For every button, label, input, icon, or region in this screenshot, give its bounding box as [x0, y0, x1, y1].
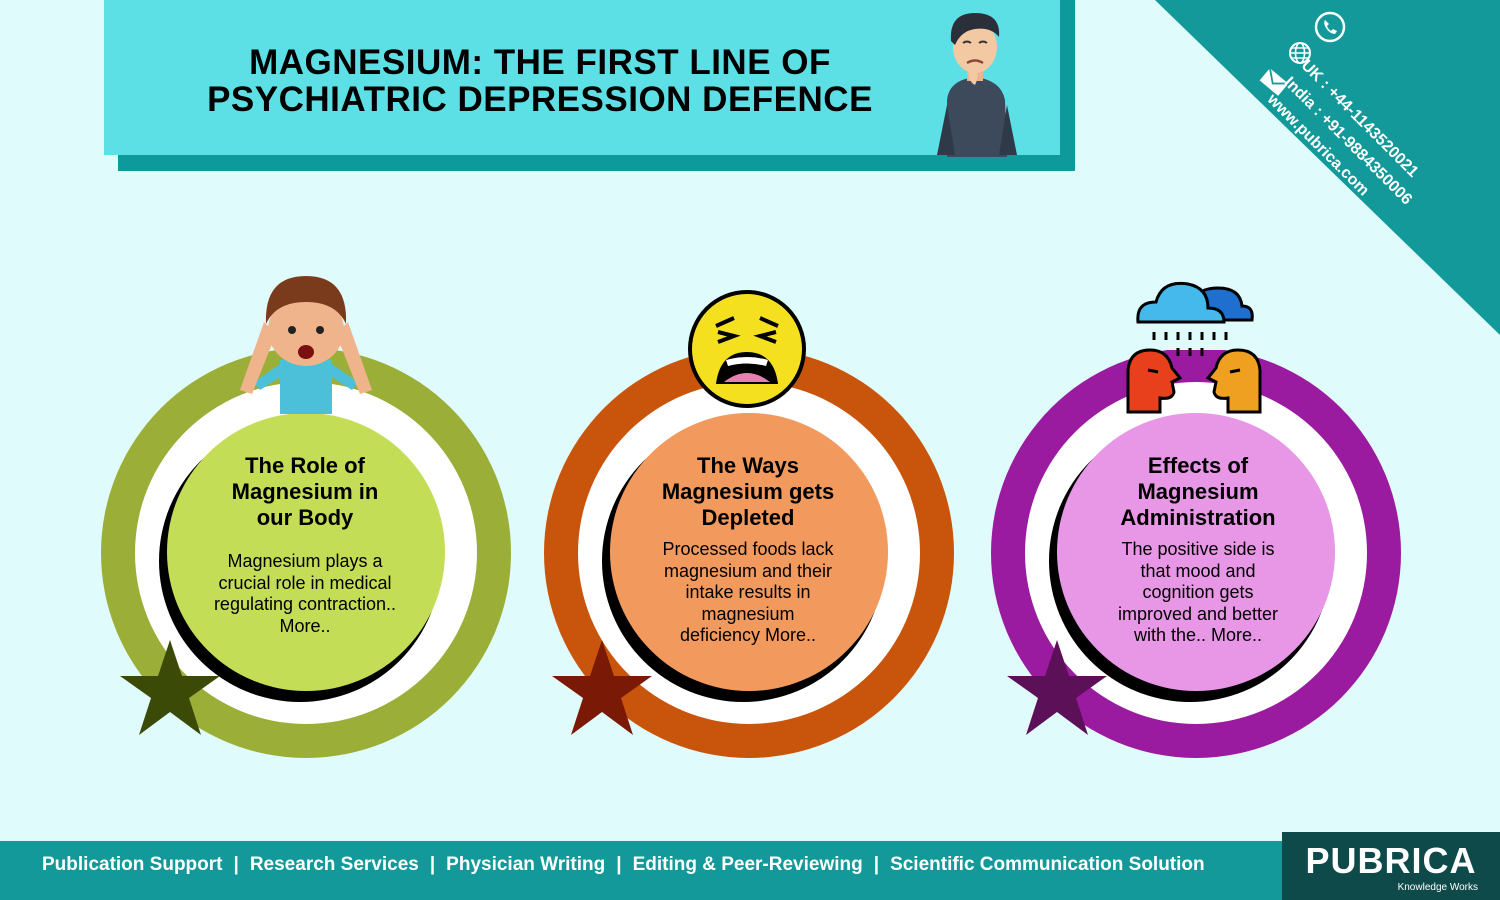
- anguished-face-icon: [688, 290, 806, 408]
- logo-tagline: Knowledge Works: [1397, 882, 1478, 893]
- title-box: [104, 0, 1060, 155]
- globe-icon: [1289, 42, 1311, 64]
- footer-separator: |: [429, 854, 436, 875]
- card-effects-title: Effects of Magnesium Administration: [1120, 453, 1276, 530]
- footer-separator: |: [616, 854, 622, 875]
- card-depletion-body[interactable]: Processed foods lack magnesium and their…: [662, 539, 834, 645]
- footer-link-editing[interactable]: Editing & Peer-Reviewing: [632, 854, 863, 875]
- page-title: MAGNESIUM: THE FIRST LINE OF PSYCHIATRIC…: [207, 43, 873, 119]
- star-icon: [120, 640, 220, 735]
- worried-man-icon: [937, 13, 1017, 157]
- card-depletion-circle: [544, 350, 954, 758]
- footer-links: Publication Support | Research Services …: [42, 852, 1205, 878]
- phone-icon: [1314, 11, 1346, 43]
- arguing-heads-icon: [1126, 348, 1262, 414]
- pubrica-logo[interactable]: PUBRICA Knowledge Works: [1282, 832, 1500, 900]
- rain-cloud-icon: [1136, 281, 1254, 356]
- footer-bar: [0, 841, 1500, 900]
- card-depletion: The Ways Magnesium gets Depleted Process…: [633, 453, 863, 647]
- card-role-circle: [101, 350, 511, 758]
- contact-banner: [1155, 0, 1500, 335]
- mail-icon: [1259, 67, 1289, 96]
- star-icon: [552, 640, 652, 735]
- card-role-body[interactable]: Magnesium plays a crucial role in medica…: [213, 551, 397, 636]
- card-role-title: The Role of Magnesium in our Body: [231, 453, 379, 530]
- footer-link-publication-support[interactable]: Publication Support: [42, 854, 223, 875]
- card-effects-circle: [991, 350, 1401, 758]
- logo-name: PUBRICA: [1305, 840, 1477, 881]
- footer-separator: |: [873, 854, 880, 875]
- card-effects-body[interactable]: The positive side is that mood and cogni…: [1117, 539, 1279, 645]
- footer-link-scientific-communication[interactable]: Scientific Communication Solution: [890, 854, 1205, 875]
- footer-separator: |: [233, 854, 239, 875]
- card-depletion-title: The Ways Magnesium gets Depleted: [661, 453, 835, 530]
- footer-link-research-services[interactable]: Research Services: [249, 854, 419, 875]
- star-icon: [1007, 640, 1107, 735]
- stressed-boy-icon: [240, 276, 372, 414]
- card-effects: Effects of Magnesium Administration The …: [1080, 453, 1316, 647]
- card-role: The Role of Magnesium in our Body Magnes…: [190, 453, 420, 637]
- footer-link-physician-writing[interactable]: Physician Writing: [446, 854, 606, 875]
